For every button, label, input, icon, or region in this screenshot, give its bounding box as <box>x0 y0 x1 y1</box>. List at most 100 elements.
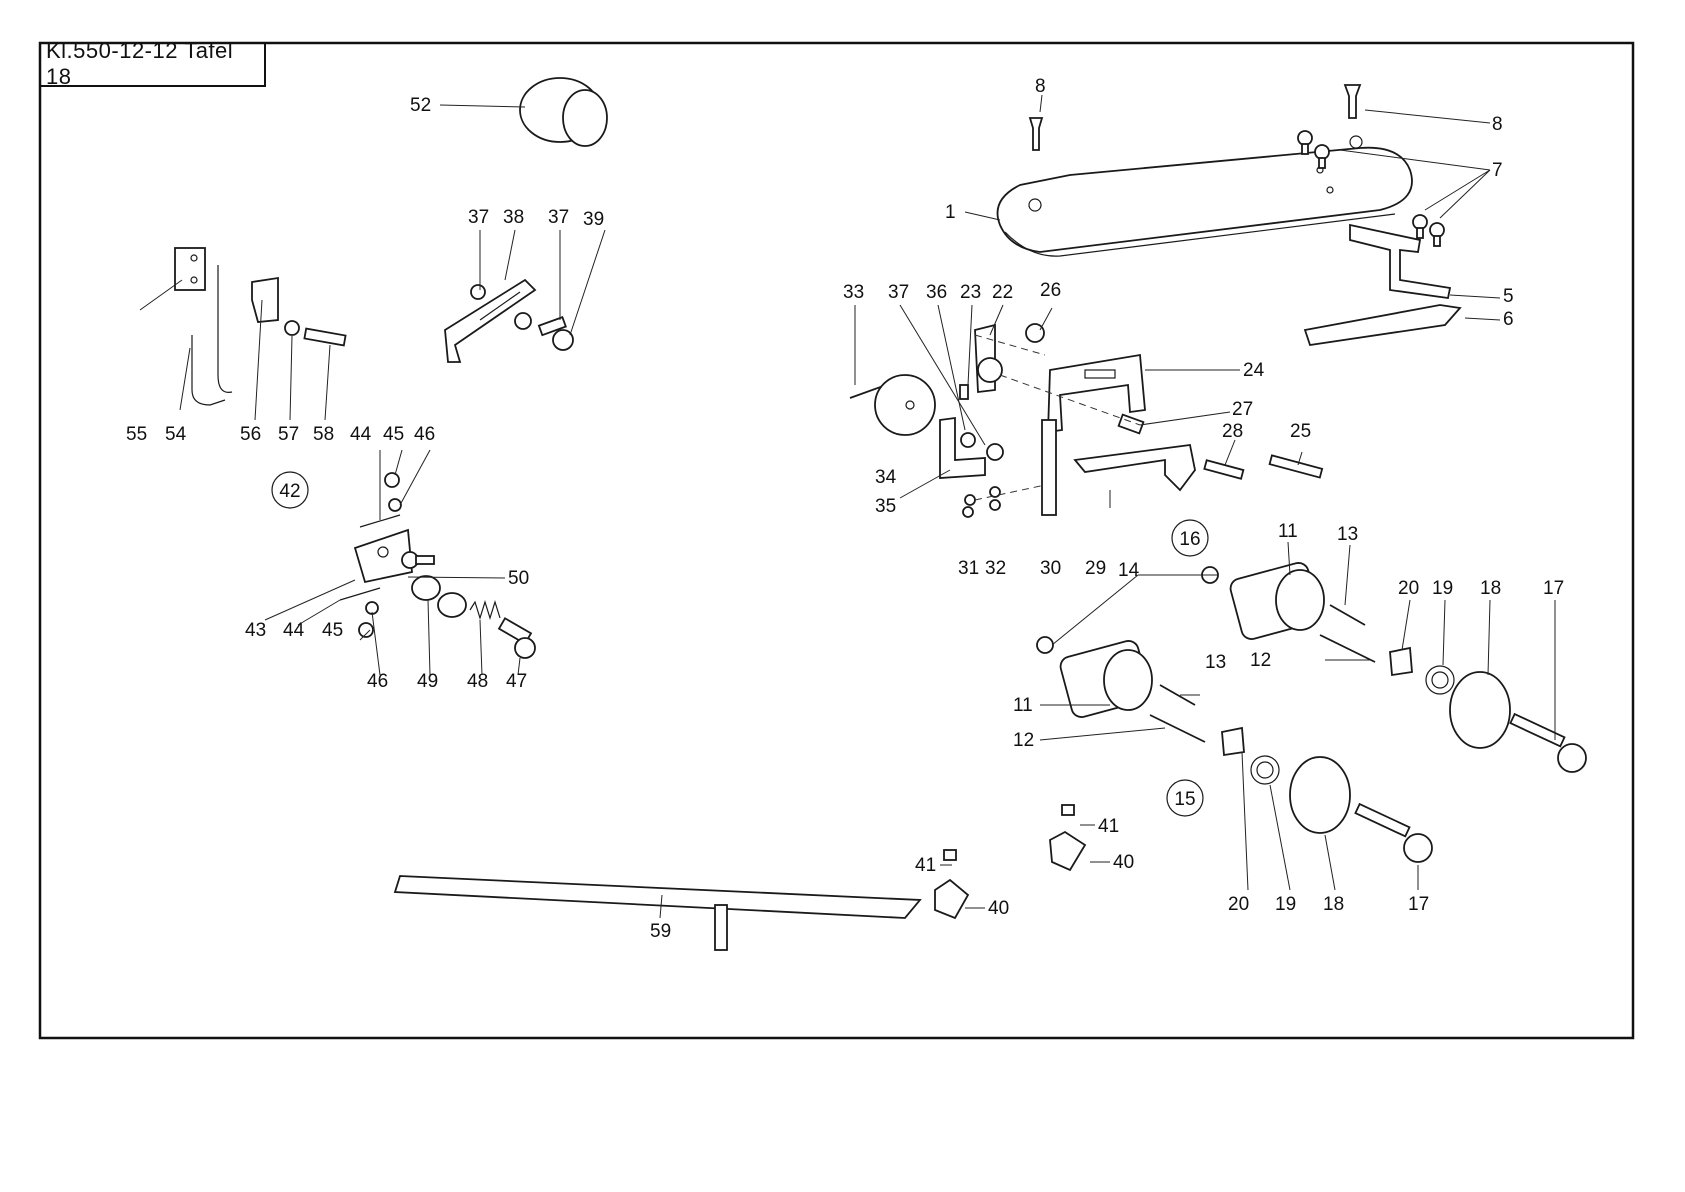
label-30: 30 <box>1040 558 1061 579</box>
part-48-spring <box>470 602 500 618</box>
label-56: 56 <box>240 424 261 445</box>
label-29: 29 <box>1085 558 1106 579</box>
label-43: 43 <box>245 620 266 641</box>
label-25: 25 <box>1290 421 1311 442</box>
label-17-upper: 17 <box>1543 578 1564 599</box>
label-1: 1 <box>945 202 956 223</box>
label-14: 14 <box>1118 560 1140 581</box>
part-49-washer <box>412 576 466 617</box>
label-8-left: 8 <box>1035 76 1046 97</box>
label-35: 35 <box>875 496 896 517</box>
label-5: 5 <box>1503 286 1514 307</box>
label-40-left: 40 <box>988 898 1009 919</box>
label-45-bottom: 45 <box>322 620 343 641</box>
part-40-41-clamp-right <box>1050 805 1085 870</box>
label-47: 47 <box>506 671 527 692</box>
part-14-nut-lower <box>1037 637 1053 653</box>
label-8-right: 8 <box>1492 114 1503 135</box>
group-marker-16: 16 <box>1172 520 1208 556</box>
label-41-right: 41 <box>1098 816 1119 837</box>
label-11-lower: 11 <box>1013 695 1033 716</box>
label-46-bottom: 46 <box>367 671 388 692</box>
label-58: 58 <box>313 424 334 445</box>
part-31-32-screws <box>963 487 1000 517</box>
label-46-top: 46 <box>414 424 435 445</box>
label-24: 24 <box>1243 360 1265 381</box>
part-29-arm <box>1075 445 1195 490</box>
label-13-lower: 13 <box>1205 652 1226 673</box>
group-marker-15: 15 <box>1167 780 1203 816</box>
label-40-right: 40 <box>1113 852 1134 873</box>
part-6-strip <box>1305 305 1460 345</box>
label-37-right: 37 <box>548 207 569 228</box>
part-22-bushing <box>975 325 1002 392</box>
label-23: 23 <box>960 282 981 303</box>
label-33: 33 <box>843 282 864 303</box>
label-7: 7 <box>1492 160 1503 181</box>
part-18-cap-upper <box>1450 672 1510 748</box>
label-31: 31 <box>958 558 979 579</box>
part-58-screw <box>304 329 345 346</box>
label-45-top: 45 <box>383 424 404 445</box>
label-54: 54 <box>165 424 187 445</box>
label-37-left: 37 <box>468 207 489 228</box>
label-28: 28 <box>1222 421 1243 442</box>
svg-text:42: 42 <box>279 481 300 502</box>
group-marker-42: 42 <box>272 472 308 508</box>
part-13-pin-upper <box>1330 605 1365 625</box>
part-27-pin <box>1119 415 1144 434</box>
label-49: 49 <box>417 671 438 692</box>
label-36: 36 <box>926 282 947 303</box>
part-19-spring-upper <box>1426 666 1454 694</box>
part-17-screw-lower <box>1355 804 1432 862</box>
part-12-shaft-upper <box>1320 635 1375 662</box>
part-28-screw <box>1204 460 1243 479</box>
label-18-upper: 18 <box>1480 578 1501 599</box>
label-17-lower: 17 <box>1408 894 1429 915</box>
part-47-pin <box>499 618 535 658</box>
label-27: 27 <box>1232 399 1253 420</box>
label-18-lower: 18 <box>1323 894 1344 915</box>
part-11-cylinder-upper <box>1228 561 1324 642</box>
part-56-clip <box>252 278 278 322</box>
part-40-41-clamp-left <box>935 850 968 918</box>
label-22: 22 <box>992 282 1013 303</box>
label-44-top: 44 <box>350 424 372 445</box>
part-23-pin <box>960 385 968 399</box>
part-35-bracket <box>940 418 985 478</box>
part-36-washer <box>961 433 975 447</box>
part-55-plate <box>175 248 205 290</box>
part-18-cap-lower <box>1290 757 1350 833</box>
label-12-lower: 12 <box>1013 730 1034 751</box>
label-57: 57 <box>278 424 299 445</box>
label-13-upper: 13 <box>1337 524 1358 545</box>
label-38: 38 <box>503 207 524 228</box>
svg-text:16: 16 <box>1179 529 1200 550</box>
label-50: 50 <box>508 568 529 589</box>
label-19-upper: 19 <box>1432 578 1453 599</box>
label-44-bottom: 44 <box>283 620 305 641</box>
label-32: 32 <box>985 558 1006 579</box>
part-52-knob <box>520 78 607 146</box>
part-11-cylinder-lower <box>1058 639 1152 720</box>
label-26: 26 <box>1040 280 1061 301</box>
label-11-upper: 11 <box>1278 521 1298 542</box>
svg-text:15: 15 <box>1174 789 1195 810</box>
label-37-center: 37 <box>888 282 909 303</box>
label-41-left: 41 <box>915 855 936 876</box>
part-17-screw-upper <box>1510 714 1586 772</box>
label-39: 39 <box>583 209 604 230</box>
label-34: 34 <box>875 467 897 488</box>
part-57-washer <box>285 321 299 335</box>
label-6: 6 <box>1503 309 1514 330</box>
label-12-upper: 12 <box>1250 650 1271 671</box>
label-20-lower: 20 <box>1228 894 1249 915</box>
part-19-spring-lower <box>1251 756 1279 784</box>
part-20-plate-lower <box>1222 728 1244 755</box>
part-25-screw <box>1270 455 1323 477</box>
part-37-screw <box>987 444 1003 460</box>
label-52: 52 <box>410 95 431 116</box>
label-59: 59 <box>650 921 671 942</box>
part-39-screw <box>539 317 573 350</box>
